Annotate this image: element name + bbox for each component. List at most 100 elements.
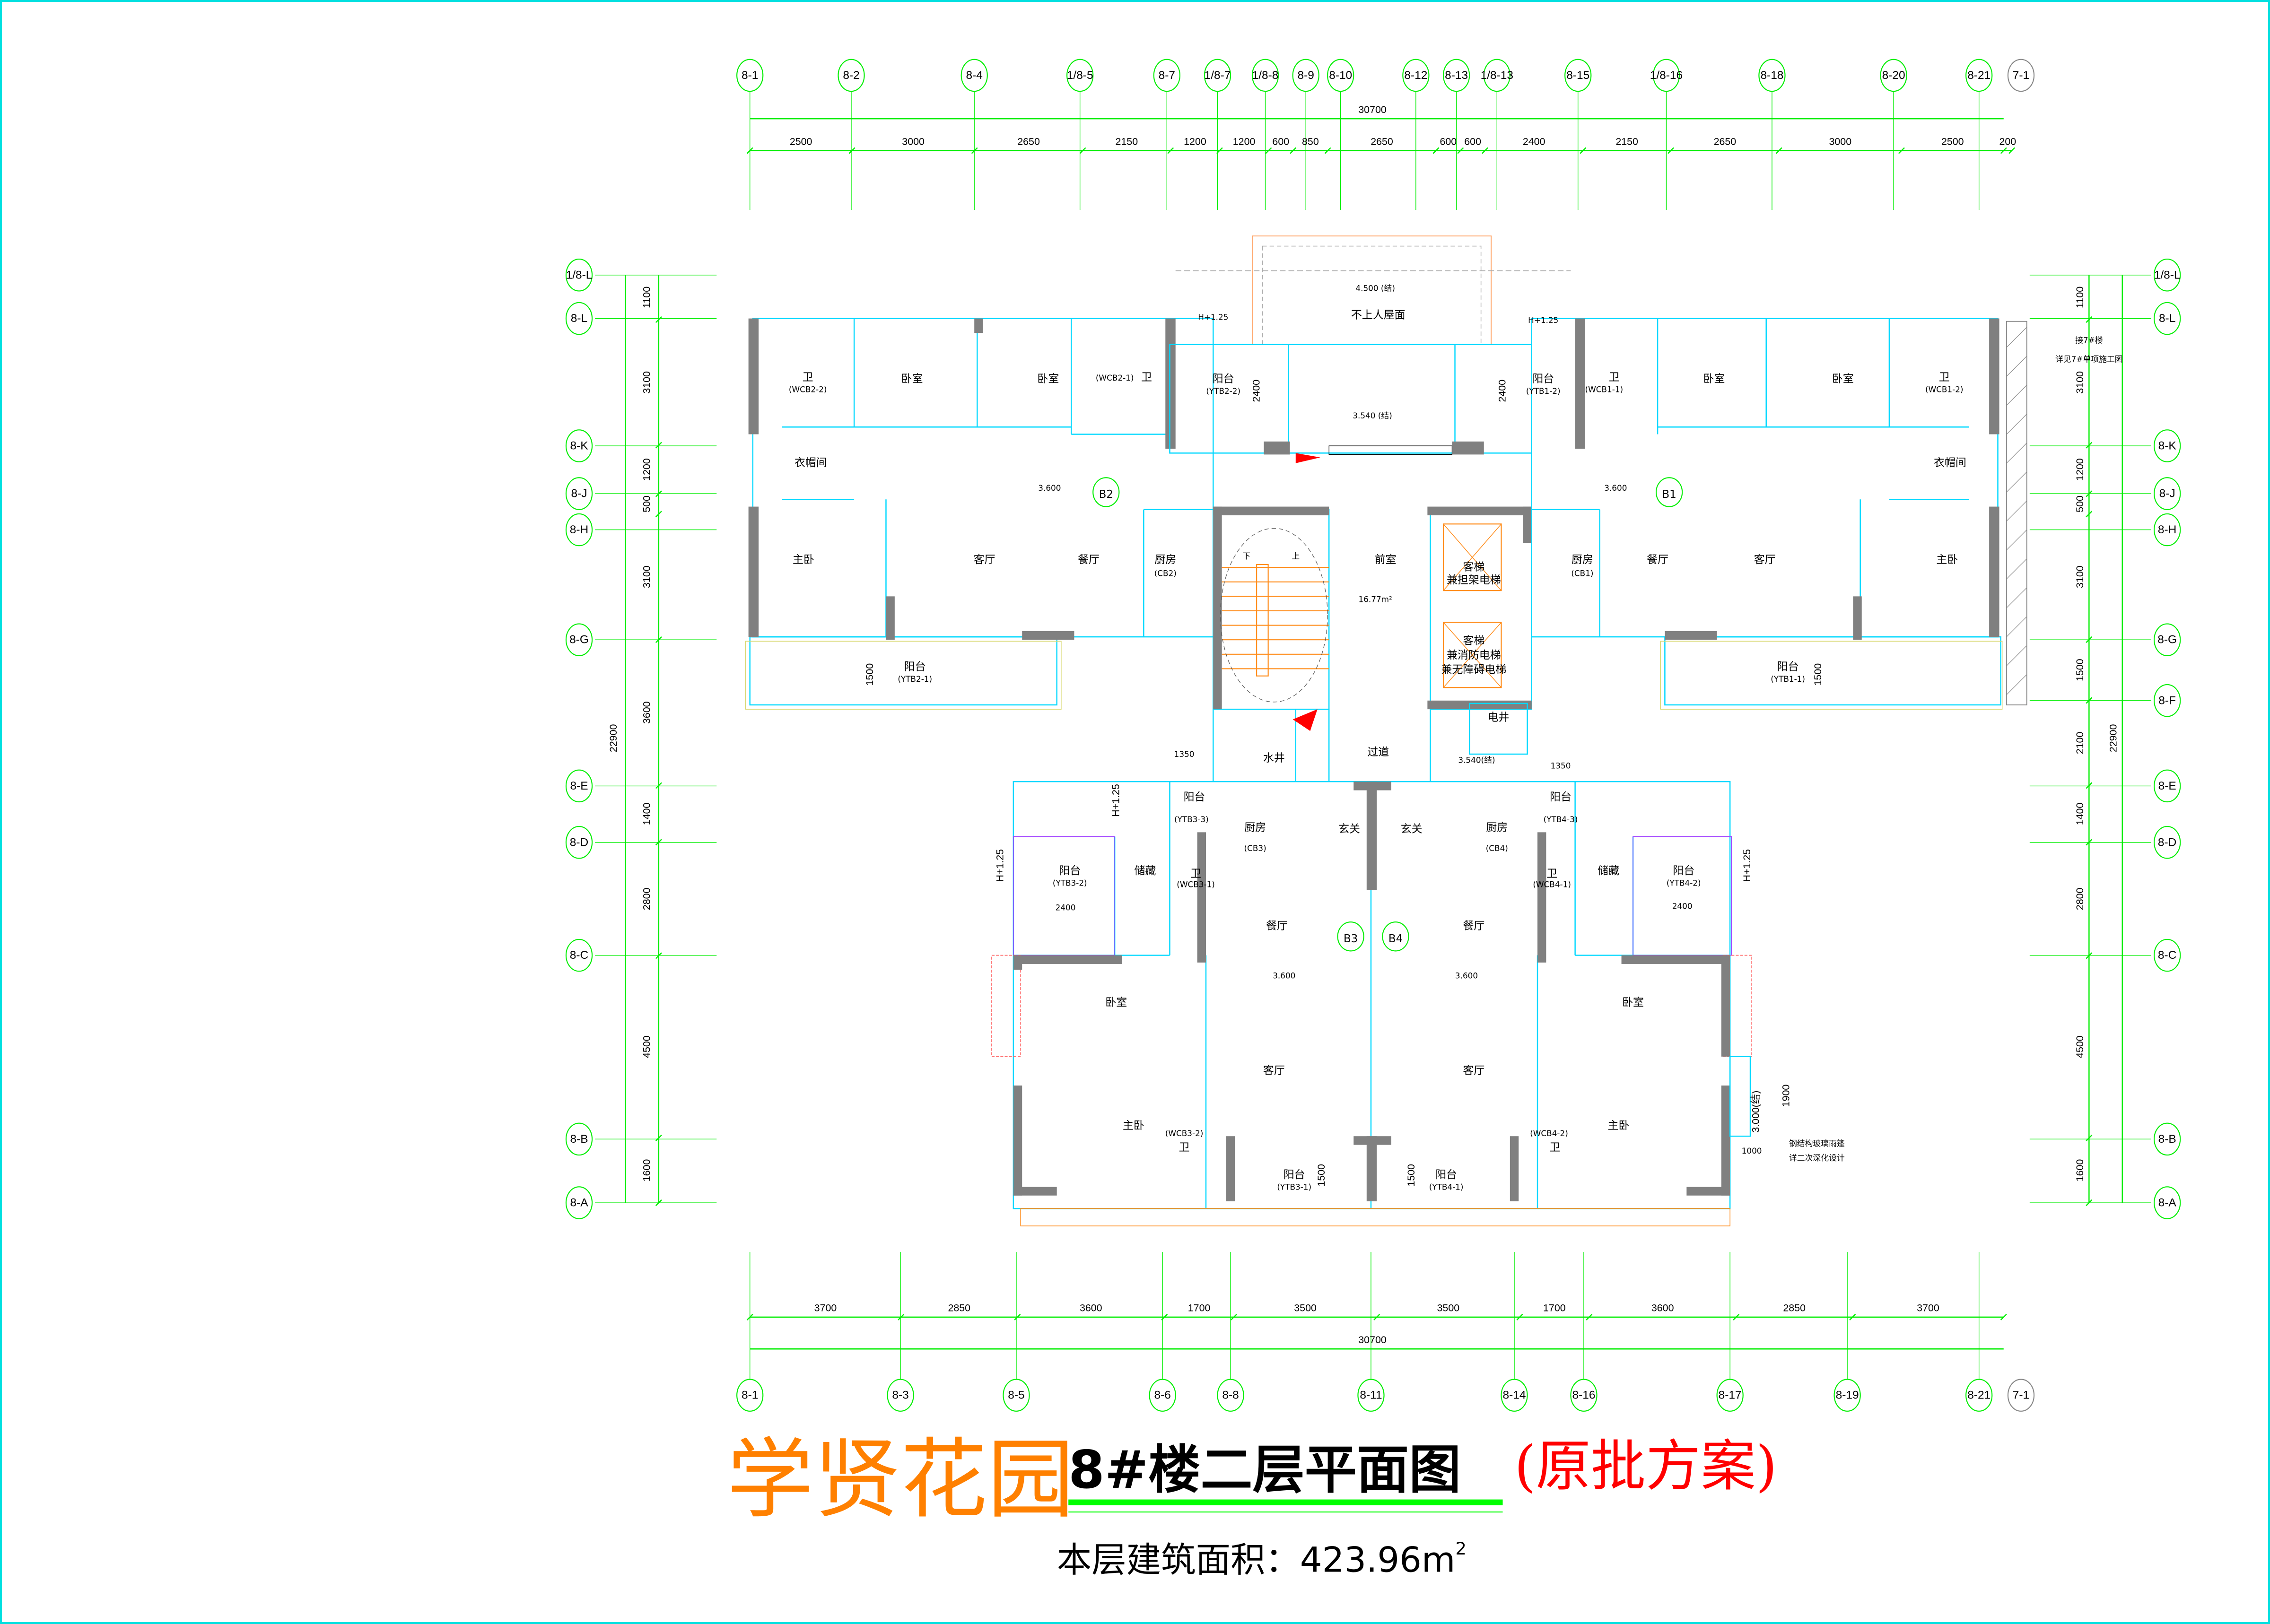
room-label: 厨房 — [1486, 821, 1508, 834]
dimension-value: 2400 — [1523, 136, 1545, 147]
axis-label: 8-18 — [1760, 69, 1783, 82]
axis-bubble — [1217, 1379, 1244, 1412]
dimension-value: 2150 — [1116, 136, 1138, 147]
dimension-value: 600 — [1272, 136, 1289, 147]
dimension-value: 200 — [1999, 136, 2017, 147]
axis-label: 1/8-7 — [1205, 69, 1231, 82]
note-label: 3.000(结) — [1750, 1091, 1761, 1133]
dimension-tick — [1775, 147, 1782, 154]
dimension-tick — [1733, 1313, 1740, 1320]
dimension-value: 2800 — [641, 887, 652, 910]
unit-tag-circle — [1382, 921, 1409, 952]
room-label: 卫 — [1549, 1141, 1560, 1154]
room-label: (YTB2-1) — [898, 674, 932, 684]
title-underline — [1068, 1499, 1503, 1505]
axis-label: 8-J — [2159, 487, 2175, 500]
axis-label: 8-20 — [1882, 69, 1905, 82]
axis-label: 8-K — [570, 440, 588, 452]
dimension-tick — [746, 1313, 753, 1320]
room-label: (WCB1-1) — [1585, 385, 1624, 394]
dimension-value: 4500 — [641, 1035, 652, 1058]
axis-bubble — [2154, 1122, 2181, 1156]
axis-bubble — [1066, 59, 1094, 92]
room-label: 厨房 — [1154, 554, 1176, 566]
room-label: 餐厅 — [1266, 920, 1288, 932]
room-label: 玄关 — [1338, 823, 1360, 835]
dimension-value: 1200 — [1184, 136, 1206, 147]
room-label: (WCB4-2) — [1530, 1129, 1568, 1138]
room-label: 储藏 — [1598, 865, 1619, 877]
axis-label: 8-1 — [742, 69, 758, 82]
room-label: (WCB4-1) — [1533, 880, 1571, 889]
axis-bubble — [565, 302, 593, 335]
axis-bubble — [565, 477, 593, 510]
room-label: 1500 — [1812, 663, 1824, 686]
dimension-tick — [1161, 1313, 1168, 1320]
axis-label: 8-13 — [1445, 69, 1468, 82]
room-label: (WCB2-2) — [789, 385, 827, 394]
room-label: (YTB3-2) — [1053, 878, 1087, 888]
dimension-value: 1600 — [2074, 1159, 2086, 1182]
axis-bubble — [960, 59, 988, 92]
axis-label: 8-12 — [1404, 69, 1427, 82]
room-label: 3.600 — [1604, 483, 1627, 493]
axis-bubble — [2154, 259, 2181, 292]
room-label: (YTB2-2) — [1206, 386, 1240, 396]
axis-bubble — [1402, 59, 1430, 92]
dimension-tick — [1265, 147, 1272, 154]
note-label: 1900 — [1781, 1085, 1792, 1107]
dimension-value: 3600 — [1080, 1303, 1102, 1314]
roof-dashed — [1262, 245, 1482, 345]
axis-bubble — [1483, 59, 1510, 92]
axis-label: 8-B — [2158, 1133, 2176, 1146]
axis-label: 8-5 — [1008, 1389, 1024, 1402]
dimension-value: 2650 — [1017, 136, 1040, 147]
axis-label: 8-E — [2158, 780, 2176, 792]
room-label: 餐厅 — [1463, 920, 1484, 932]
note-label: H+1.25 — [1110, 784, 1121, 817]
axis-bubble — [2154, 302, 2181, 335]
room-label: 主卧 — [1936, 554, 1958, 566]
room-label: (CB3) — [1244, 843, 1266, 853]
dimension-tick — [2000, 147, 2007, 154]
dimension-tick — [1457, 147, 1464, 154]
room-label: 阳台 — [1059, 865, 1081, 877]
axis-label: 1/8-8 — [1252, 69, 1279, 82]
axis-bubble — [838, 59, 865, 92]
axis-label: 8-1 — [742, 1389, 758, 1402]
dimension-value: 1400 — [641, 803, 652, 825]
dimension-value: 1500 — [2074, 659, 2086, 681]
dimension-value: 2650 — [1714, 136, 1737, 147]
core-label: 前室 — [1375, 554, 1397, 566]
dimension-value: 2500 — [790, 136, 812, 147]
room-label: (YTB4-3) — [1544, 815, 1578, 824]
axis-bubble — [2007, 1379, 2035, 1412]
axis-bubble — [1003, 1379, 1030, 1412]
axis-bubble — [565, 259, 593, 292]
dimension-tick — [2086, 636, 2093, 643]
axis-bubble — [1327, 59, 1354, 92]
dimension-value: 2100 — [2074, 732, 2086, 755]
axis-label: 1/8-L — [566, 269, 593, 281]
axis-label: 8-E — [570, 780, 588, 792]
axis-label: 8-A — [570, 1197, 588, 1209]
note-label: 钢结构玻璃雨篷 — [1789, 1139, 1845, 1148]
dimension-value: 600 — [1464, 136, 1481, 147]
room-label: 阳台 — [1777, 661, 1799, 673]
core-label: 3.540(结) — [1458, 755, 1495, 764]
dimension-value: 1200 — [641, 458, 652, 481]
axis-bubble — [1965, 59, 1993, 92]
core-label: 兼担架电梯 — [1447, 574, 1501, 586]
room-label: 卧室 — [1832, 373, 1854, 385]
dimension-tick — [2086, 697, 2093, 704]
axis-label: 8-7 — [1159, 69, 1175, 82]
room-label: 阳台 — [1184, 791, 1205, 803]
room-label: 客厅 — [1754, 554, 1776, 566]
axis-label: 8-19 — [1836, 1389, 1859, 1402]
unit-tag: B4 — [1388, 933, 1403, 945]
dimension-tick — [1290, 147, 1297, 154]
axis-bubble — [736, 59, 764, 92]
dimension-value: 3500 — [1437, 1303, 1460, 1314]
core-label: 4.500 (结) — [1355, 283, 1395, 293]
axis-bubble — [2154, 684, 2181, 717]
